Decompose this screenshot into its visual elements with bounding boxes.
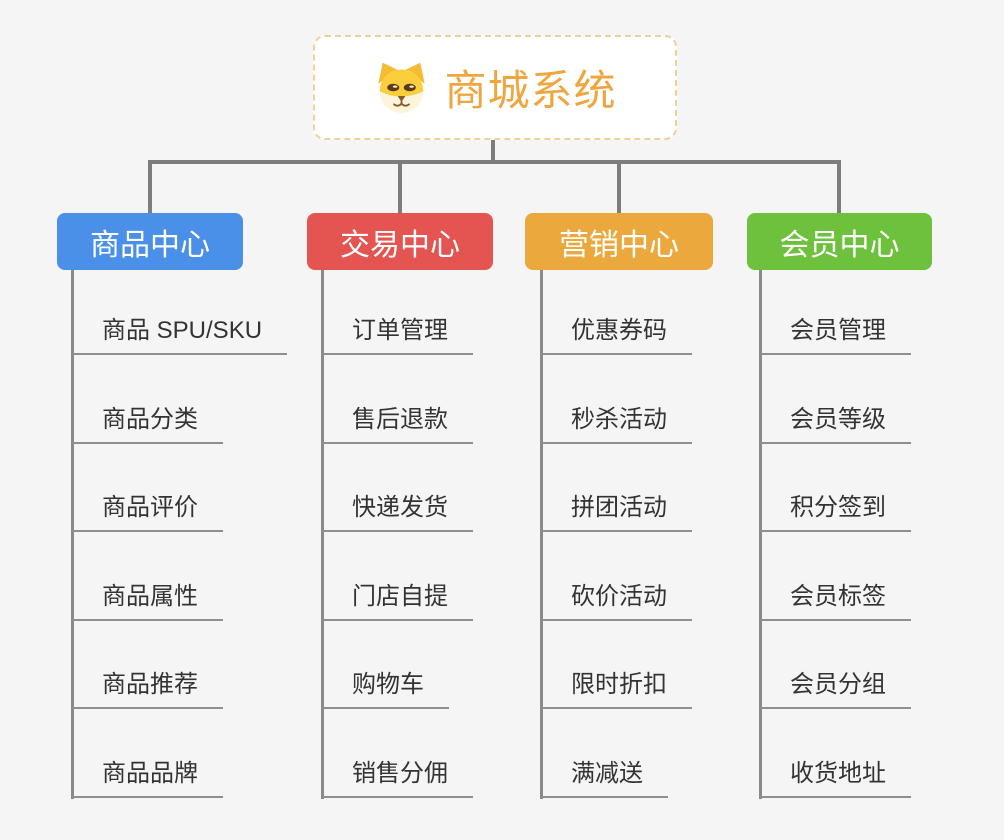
leaf-node[interactable]: 拼团活动 [541, 444, 692, 532]
connector-drop-trade [398, 160, 402, 213]
connector-drop-product [148, 160, 152, 213]
leaf-label: 会员标签 [760, 576, 911, 621]
leaf-node[interactable]: 商品品牌 [72, 709, 223, 798]
leaf-node[interactable]: 购物车 [322, 621, 449, 709]
leaf-list-trade-center: 订单管理 售后退款 快递发货 门店自提 购物车 销售分佣 [322, 267, 473, 798]
leaf-list-member-center: 会员管理 会员等级 积分签到 会员标签 会员分组 收货地址 [760, 267, 911, 798]
branch-header-product-center[interactable]: 商品中心 [57, 213, 243, 270]
leaf-node[interactable]: 订单管理 [322, 267, 473, 355]
branch-header-label: 会员中心 [779, 228, 900, 262]
leaf-node[interactable]: 门店自提 [322, 532, 473, 621]
leaf-label: 优惠券码 [541, 310, 692, 355]
leaf-label: 商品评价 [72, 487, 223, 532]
leaf-label: 商品分类 [72, 399, 223, 444]
branch-trunk-marketing [540, 270, 543, 799]
leaf-node[interactable]: 销售分佣 [322, 709, 473, 798]
root-title: 商城系统 [444, 67, 617, 114]
leaf-label: 秒杀活动 [541, 399, 692, 444]
leaf-node[interactable]: 售后退款 [322, 355, 473, 444]
branch-trunk-trade [321, 270, 324, 799]
leaf-label: 门店自提 [322, 576, 473, 621]
leaf-node[interactable]: 秒杀活动 [541, 355, 692, 444]
leaf-label: 商品属性 [72, 576, 223, 621]
leaf-label: 会员等级 [760, 399, 911, 444]
leaf-list-marketing-center: 优惠券码 秒杀活动 拼团活动 砍价活动 限时折扣 满减送 [541, 267, 692, 798]
leaf-label: 商品 SPU/SKU [72, 310, 288, 355]
connector-root-drop [491, 140, 495, 162]
leaf-node[interactable]: 积分签到 [760, 444, 911, 532]
leaf-label: 商品品牌 [72, 753, 223, 798]
leaf-label: 购物车 [322, 664, 449, 709]
leaf-node[interactable]: 商品推荐 [72, 621, 223, 709]
leaf-label: 快递发货 [322, 487, 473, 532]
leaf-label: 会员分组 [760, 664, 911, 709]
leaf-node[interactable]: 商品评价 [72, 444, 223, 532]
leaf-node[interactable]: 快递发货 [322, 444, 473, 532]
leaf-label: 满减送 [541, 753, 668, 798]
branch-header-label: 营销中心 [559, 228, 679, 262]
root-node[interactable]: 商城系统 [313, 35, 677, 140]
leaf-node[interactable]: 商品 SPU/SKU [72, 267, 288, 355]
leaf-label: 订单管理 [322, 310, 473, 355]
shiba-dog-face-icon [378, 62, 426, 113]
leaf-list-product-center: 商品 SPU/SKU 商品分类 商品评价 商品属性 商品推荐 商品品牌 [72, 267, 288, 798]
leaf-label: 砍价活动 [541, 576, 692, 621]
leaf-node[interactable]: 会员分组 [760, 621, 911, 709]
connector-drop-member [837, 160, 841, 213]
leaf-node[interactable]: 会员标签 [760, 532, 911, 621]
leaf-node[interactable]: 优惠券码 [541, 267, 692, 355]
leaf-node[interactable]: 商品分类 [72, 355, 223, 444]
leaf-node[interactable]: 会员等级 [760, 355, 911, 444]
branch-header-member-center[interactable]: 会员中心 [747, 213, 932, 270]
branch-header-label: 交易中心 [340, 228, 460, 262]
leaf-node[interactable]: 会员管理 [760, 267, 911, 355]
branch-header-marketing-center[interactable]: 营销中心 [525, 213, 713, 270]
leaf-label: 收货地址 [760, 753, 911, 798]
leaf-node[interactable]: 收货地址 [760, 709, 911, 798]
leaf-label: 会员管理 [760, 310, 911, 355]
leaf-node[interactable]: 商品属性 [72, 532, 223, 621]
leaf-label: 售后退款 [322, 399, 473, 444]
leaf-label: 商品推荐 [72, 664, 223, 709]
branch-trunk-member [759, 270, 762, 799]
leaf-label: 拼团活动 [541, 487, 692, 532]
leaf-node[interactable]: 砍价活动 [541, 532, 692, 621]
branch-header-trade-center[interactable]: 交易中心 [307, 213, 493, 270]
branch-header-label: 商品中心 [90, 228, 210, 262]
connector-drop-marketing [617, 160, 621, 213]
branch-trunk-product [71, 270, 74, 799]
leaf-node[interactable]: 限时折扣 [541, 621, 692, 709]
leaf-label: 销售分佣 [322, 753, 473, 798]
leaf-node[interactable]: 满减送 [541, 709, 668, 798]
leaf-label: 积分签到 [760, 487, 911, 532]
leaf-label: 限时折扣 [541, 664, 692, 709]
connector-horizontal-bus [148, 160, 841, 164]
